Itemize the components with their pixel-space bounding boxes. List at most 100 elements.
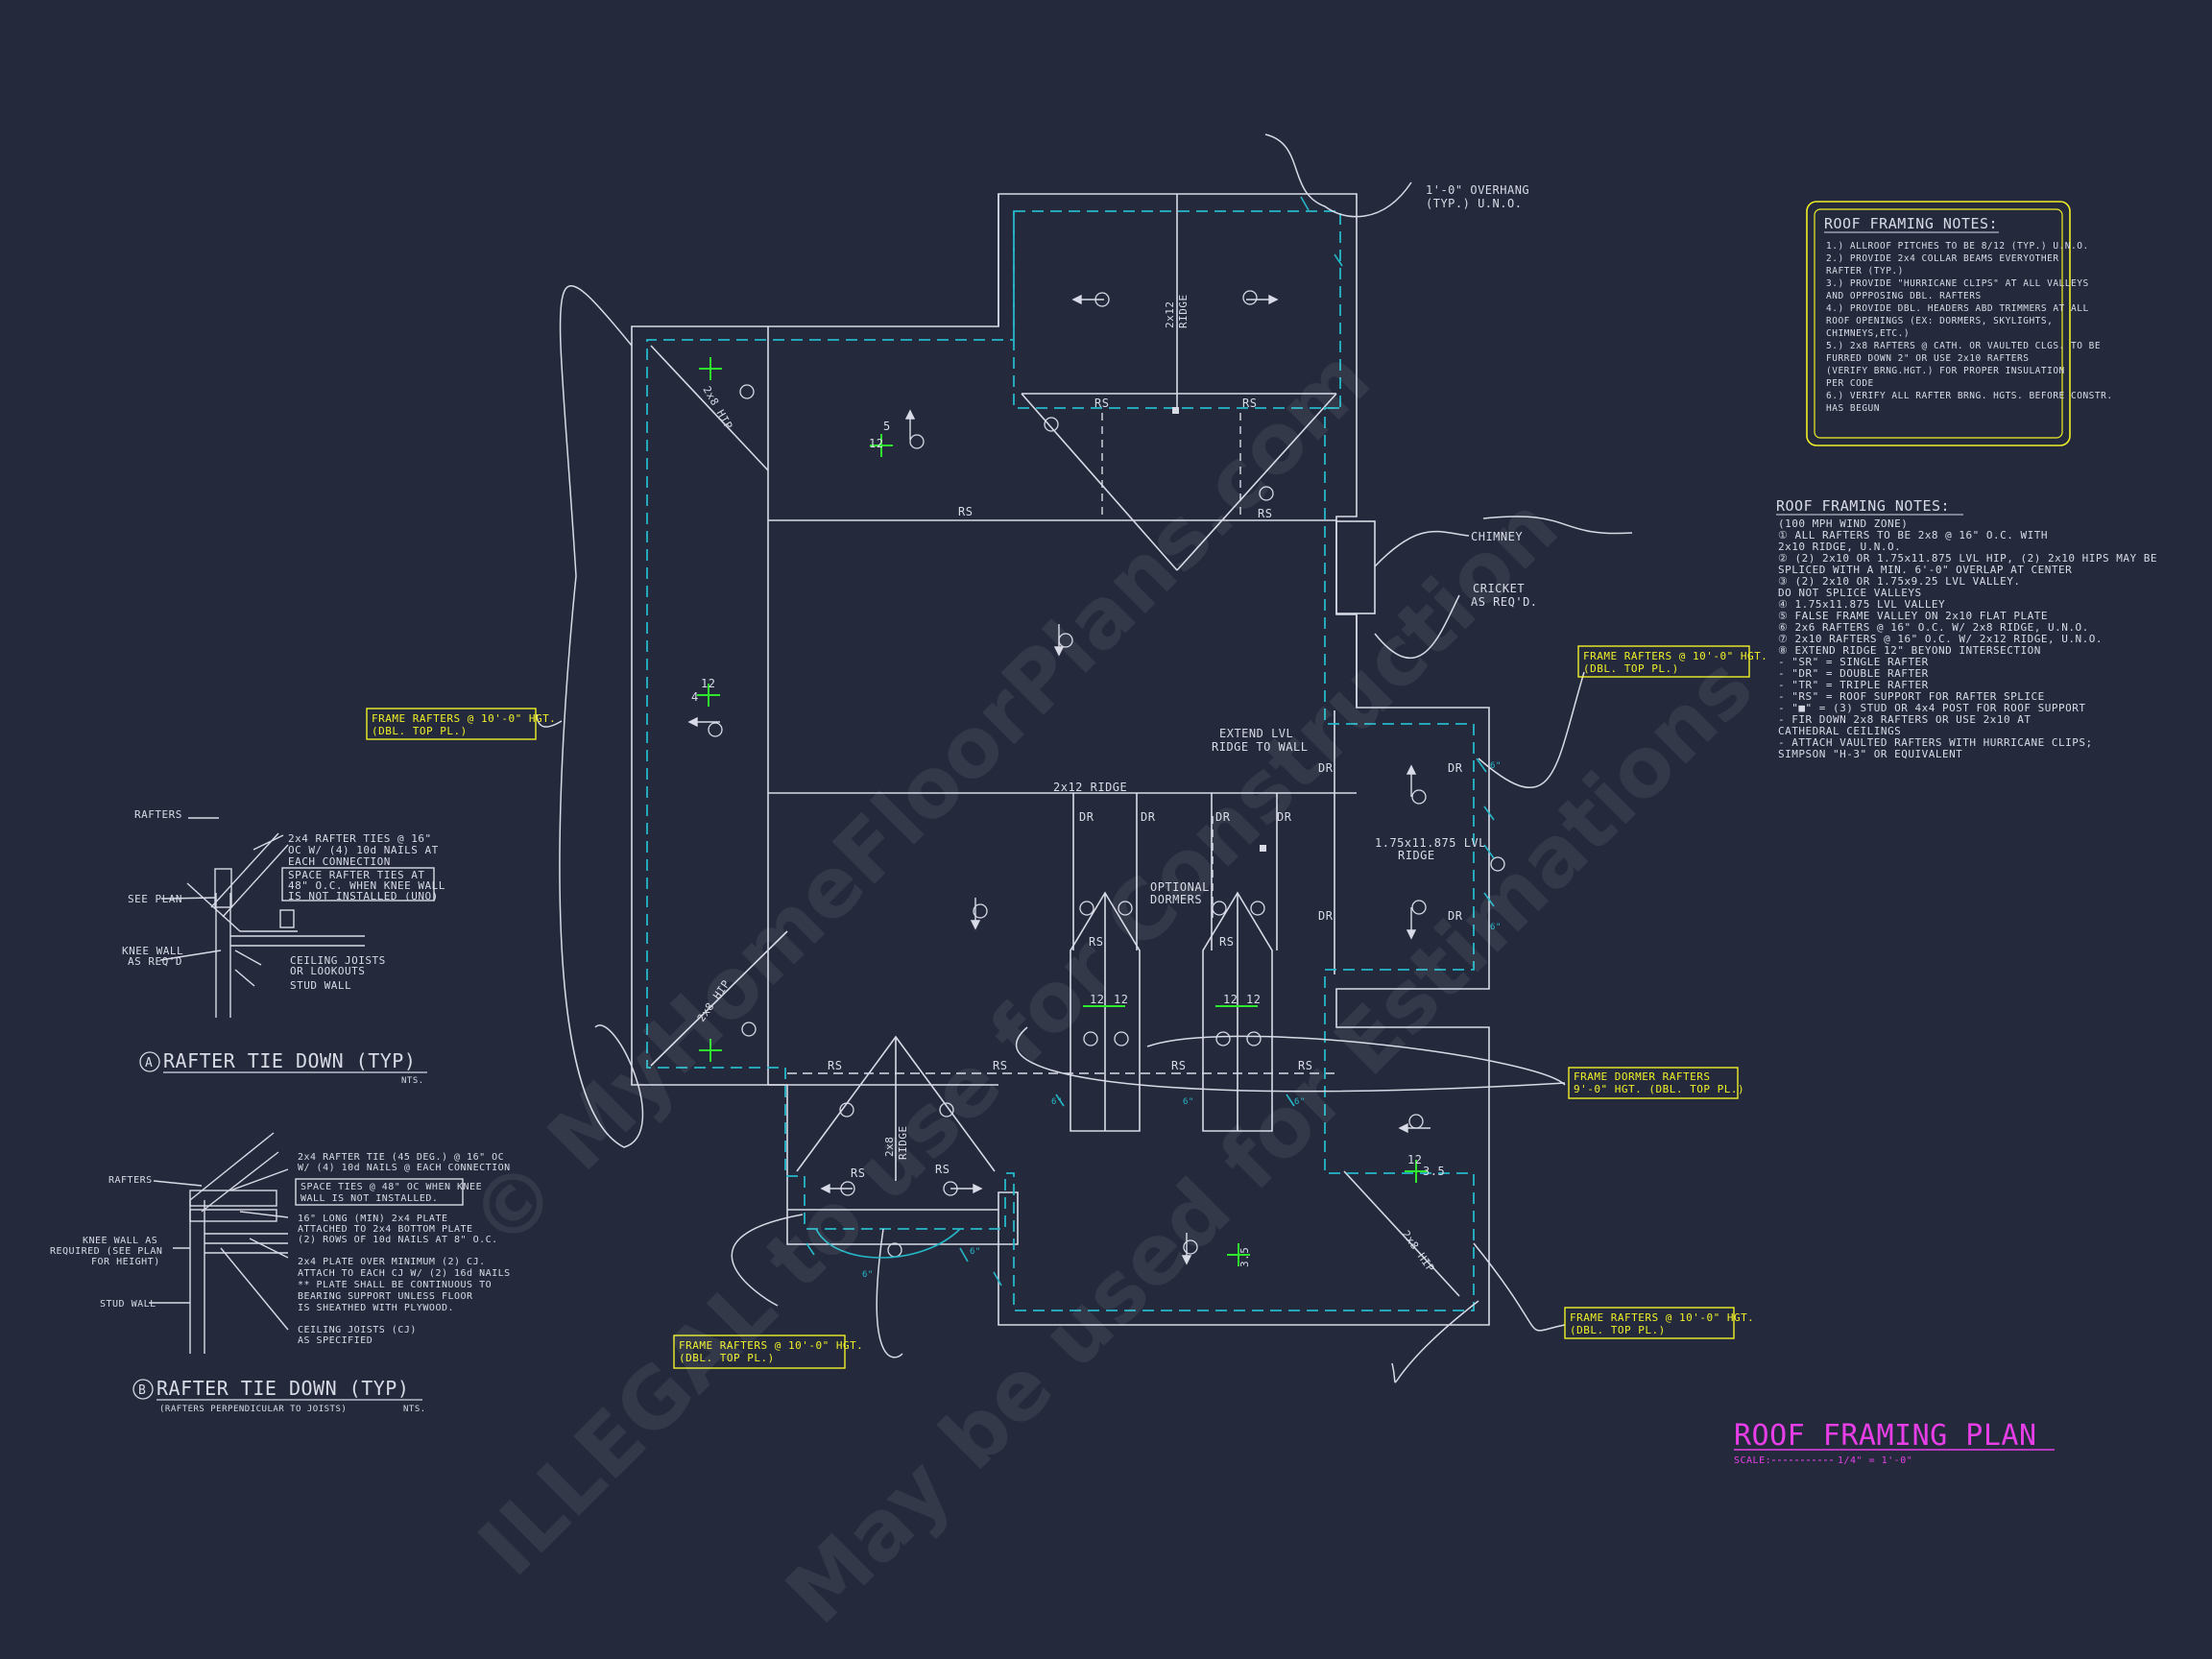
rs-label: RS [993, 1059, 1007, 1072]
rs-label: RS [1298, 1059, 1312, 1072]
rafter-direction-arrows [687, 294, 1431, 1265]
notes-list-line: - "TR" = TRIPLE RAFTER [1778, 679, 1929, 691]
callout-bottom-right-line2: (DBL. TOP PL.) [1570, 1324, 1666, 1336]
rs-label: RS [1242, 397, 1257, 410]
callout-left-line2: (DBL. TOP PL.) [372, 725, 468, 737]
notes-box-line: (VERIFY BRNG.HGT.) FOR PROPER INSULATION [1826, 366, 2065, 376]
notes-list-line: - ATTACH VAULTED RAFTERS WITH HURRICANE … [1778, 736, 2093, 749]
detail-b-stud: STUD WALL [100, 1299, 156, 1310]
clip-label: 6" [862, 1270, 874, 1280]
callout-bottom-right-line1: FRAME RAFTERS @ 10'-0" HGT. [1570, 1311, 1754, 1324]
detail-b-over-4: BEARING SUPPORT UNLESS FLOOR [298, 1291, 473, 1302]
detail-b-knee-3: FOR HEIGHT) [91, 1257, 160, 1267]
cricket-label-1: CRICKET [1473, 582, 1525, 595]
pitch-35-vertical: 3.5 [1238, 1247, 1251, 1267]
detail-a-labels: RAFTERS 2x4 RAFTER TIES @ 16" OC W/ (4) … [122, 808, 445, 992]
detail-b-plate-3: (2) ROWS OF 10d NAILS AT 8" O.C. [298, 1235, 498, 1245]
plan-labels: 1'-0" OVERHANG (TYP.) U.N.O. CHIMNEY CRI… [691, 183, 1537, 1180]
rs-label: RS [935, 1163, 950, 1176]
clip-label: 6" [1294, 1097, 1306, 1107]
callout-right-top: FRAME RAFTERS @ 10'-0" HGT. (DBL. TOP PL… [1577, 645, 1767, 678]
callout-bottom-right: FRAME RAFTERS @ 10'-0" HGT. (DBL. TOP PL… [1564, 1307, 1754, 1339]
notes-box-line: PER CODE [1826, 378, 1874, 389]
pitch-4-label: 4 [691, 690, 699, 704]
circled-numbers [708, 290, 1505, 1258]
notes-list-items: (100 MPH WIND ZONE)① ALL RAFTERS TO BE 2… [1778, 517, 2157, 760]
rs-label: RS [1094, 397, 1109, 410]
detail-b-title: B RAFTER TIE DOWN (TYP) (RAFTERS PERPEND… [132, 1377, 425, 1414]
pitch-35-label: 3.5 [1423, 1165, 1445, 1178]
notes-box: ROOF FRAMING NOTES: 1.) ALLROOF PITCHES … [1806, 201, 2113, 446]
notes-list-line: - "RS" = ROOF SUPPORT FOR RAFTER SPLICE [1778, 690, 2045, 703]
pitch-12-label: 12 [869, 437, 883, 450]
notes-box-line: HAS BEGUN [1826, 403, 1880, 414]
detail-a-space-1: SPACE RAFTER TIES AT [288, 869, 424, 881]
notes-list-line: ③ (2) 2x10 OR 1.75x9.25 LVL VALLEY. [1778, 575, 2021, 588]
detail-a-ties-1: 2x4 RAFTER TIES @ 16" [288, 832, 432, 845]
scale-value: 1/4" = 1'-0" [1838, 1455, 1912, 1466]
detail-b-space-1: SPACE TIES @ 48" OC WHEN KNEE [301, 1182, 482, 1192]
detail-b-knee-2: REQUIRED (SEE PLAN [50, 1246, 162, 1257]
hurricane-clip-marks [805, 196, 1495, 1286]
notes-list-line: ⑤ FALSE FRAME VALLEY ON 2x10 FLAT PLATE [1778, 610, 2048, 622]
notes-list-line: ⑦ 2x10 RAFTERS @ 16" O.C. W/ 2x12 RIDGE,… [1778, 633, 2103, 645]
notes-box-line: 6.) VERIFY ALL RAFTER BRNG. HGTS. BEFORE… [1826, 391, 2113, 401]
notes-list: ROOF FRAMING NOTES: (100 MPH WIND ZONE)①… [1776, 497, 2157, 760]
dr-label: DR [1141, 810, 1156, 824]
detail-a-marker: A [145, 1056, 153, 1070]
callout-dormer-line2: 9'-0" HGT. (DBL. TOP PL.) [1574, 1083, 1744, 1095]
notes-list-line: SPLICED WITH A MIN. 6'-0" OVERLAP AT CEN… [1778, 564, 2072, 576]
notes-list-line: (100 MPH WIND ZONE) [1778, 517, 1908, 530]
notes-list-line: 2x10 RIDGE, U.N.O. [1778, 541, 1901, 553]
overhang-label-1: 1'-0" OVERHANG [1426, 183, 1529, 197]
rs-label: RS [958, 505, 973, 518]
dr-label: DR [1448, 761, 1463, 775]
dr-label: DR [1318, 909, 1334, 923]
callout-right-top-line2: (DBL. TOP PL.) [1583, 662, 1679, 675]
detail-a-joists-1: CEILING JOISTS [290, 954, 386, 967]
callout-left-line1: FRAME RAFTERS @ 10'-0" HGT. [372, 712, 556, 725]
detail-a-see-plan: SEE PLAN [128, 893, 182, 905]
support-posts [1172, 407, 1266, 852]
detail-a-space-2: 48" O.C. WHEN KNEE WALL [288, 879, 445, 892]
title-block: ROOF FRAMING PLAN SCALE: 1/4" = 1'-0" [1734, 1419, 2055, 1466]
clip-label: 6" [1051, 1097, 1063, 1107]
detail-a-nts: NTS. [401, 1076, 424, 1086]
ridge-word-vertical: RIDGE [1177, 294, 1190, 328]
notes-list-title: ROOF FRAMING NOTES: [1776, 497, 1950, 515]
detail-a-ties-3: EACH CONNECTION [288, 855, 391, 868]
detail-a-drawing [159, 817, 435, 1018]
overhang-label-2: (TYP.) U.N.O. [1426, 197, 1522, 210]
detail-a-space-3: IS NOT INSTALLED (UNO) [288, 890, 439, 902]
notes-list-line: ⑧ EXTEND RIDGE 12" BEYOND INTERSECTION [1778, 644, 2041, 657]
dr-label: DR [1448, 909, 1463, 923]
lvl-ridge-label-1: 1.75x11.875 LVL [1375, 836, 1486, 850]
ridge-2x12-label: 2x12 RIDGE [1053, 781, 1127, 794]
pitch-12-label: 12 [1407, 1153, 1422, 1166]
dr-label: DR [1318, 761, 1334, 775]
notes-list-line: - "SR" = SINGLE RAFTER [1778, 656, 1929, 668]
notes-list-line: ⑥ 2x6 RAFTERS @ 16" O.C. W/ 2x8 RIDGE, U… [1778, 621, 2089, 634]
detail-b-rafters: RAFTERS [108, 1175, 153, 1186]
detail-b-over-2: ATTACH TO EACH CJ W/ (2) 16d NAILS [298, 1268, 511, 1279]
drawing-title: ROOF FRAMING PLAN [1734, 1419, 2037, 1453]
rs-label: RS [828, 1059, 842, 1072]
pitch-12-label: 12 [1223, 993, 1238, 1006]
detail-a-marker-circle [139, 1051, 160, 1072]
notes-list-line: ① ALL RAFTERS TO BE 2x8 @ 16" O.C. WITH [1778, 529, 2048, 541]
notes-box-title: ROOF FRAMING NOTES: [1824, 215, 1998, 232]
detail-a-title: A RAFTER TIE DOWN (TYP) NTS. [139, 1049, 427, 1086]
notes-box-line: AND OPPPOSING DBL. RAFTERS [1826, 291, 1982, 301]
notes-list-line: ② (2) 2x10 OR 1.75x11.875 LVL HIP, (2) 2… [1778, 552, 2157, 565]
callout-bottom-left-line2: (DBL. TOP PL.) [679, 1352, 775, 1364]
detail-b-over-1: 2x4 PLATE OVER MINIMUM (2) CJ. [298, 1257, 486, 1267]
notes-list-line: SIMPSON "H-3" OR EQUIVALENT [1778, 748, 1962, 760]
clip-labels: 6" 6" 6" 6" 6" 6" 6" [862, 761, 1501, 1280]
notes-box-items: 1.) ALLROOF PITCHES TO BE 8/12 (TYP.) U.… [1826, 241, 2113, 414]
notes-box-line: 4.) PROVIDE DBL. HEADERS ABD TRIMMERS AT… [1826, 303, 2089, 314]
notes-list-line: ④ 1.75x11.875 LVL VALLEY [1778, 598, 1945, 611]
detail-b-over-3: ** PLATE SHALL BE CONTINUOUS TO [298, 1280, 492, 1290]
leader-curves [536, 133, 1633, 1383]
detail-b-tie-2: W/ (4) 10d NAILS @ EACH CONNECTION [298, 1163, 511, 1173]
